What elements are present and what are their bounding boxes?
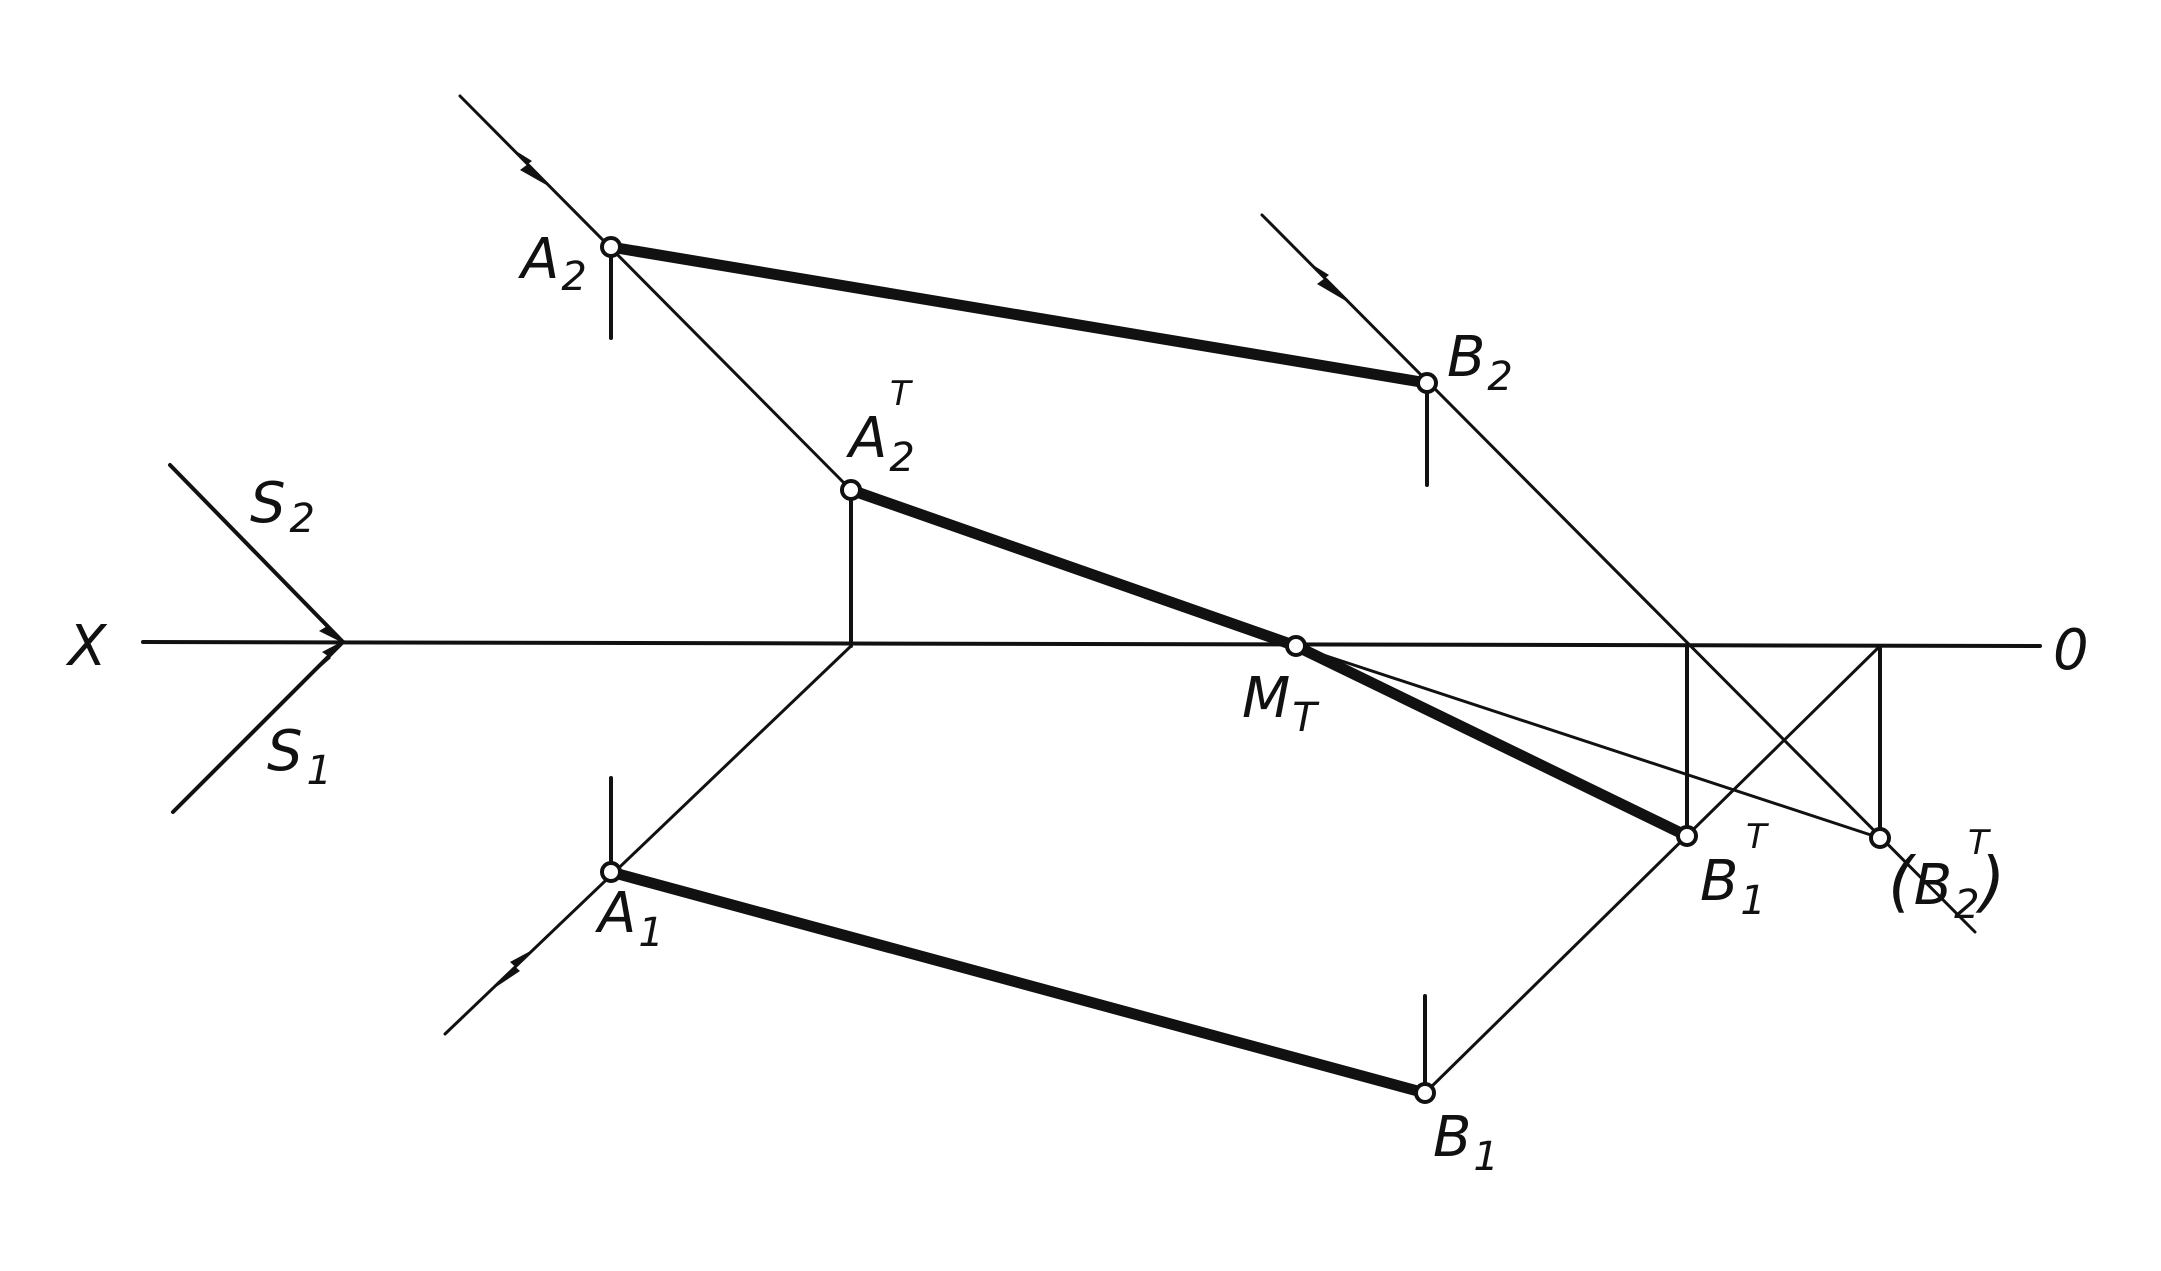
point-b2-marker	[1416, 372, 1438, 394]
label-a2t-sup: T	[890, 374, 913, 414]
label-b2: B2	[1447, 325, 1513, 400]
ray-b1-line	[1423, 644, 1882, 1095]
segment-a1-b1	[605, 866, 1431, 1099]
direction-s2-arrowhead	[307, 603, 345, 644]
point-b1t-marker	[1676, 825, 1698, 847]
ray-b2-arrowhead	[1305, 260, 1346, 301]
label-a2t: A2	[846, 406, 915, 481]
aux-mt-b2t-line	[1294, 644, 1882, 840]
ray-b2-line	[1260, 213, 1977, 934]
label-b1t-sup: T	[1746, 817, 1769, 857]
point-a2t-marker	[840, 479, 862, 501]
axis-x0-line	[141, 640, 2042, 648]
ray-a1-arrowhead	[496, 948, 536, 987]
label-b2t: (B2)	[1888, 843, 2005, 928]
label-mt: MT	[1242, 666, 1320, 741]
ray-a1-line	[443, 644, 853, 1036]
point-b1-marker	[1414, 1082, 1436, 1104]
direction-s1-line	[171, 640, 345, 814]
shadow-mt-b1t	[1290, 640, 1693, 842]
point-mt-marker	[1285, 635, 1307, 657]
axis-label-x: X	[65, 614, 108, 679]
segment-a2-b2	[605, 241, 1433, 389]
label-b1t: B1	[1700, 849, 1766, 924]
label-a2: A2	[518, 227, 587, 300]
point-a2-marker	[600, 236, 622, 258]
direction-s1-arrowhead	[306, 640, 345, 680]
direction-s2-line	[168, 463, 345, 644]
axis-label-0: 0	[2053, 618, 2089, 683]
point-b2t-marker	[1869, 827, 1891, 849]
label-a1: A1	[595, 881, 664, 956]
shadow-a2t-mt	[845, 484, 1302, 652]
label-b1: B1	[1433, 1105, 1499, 1180]
label-b2t-sup: T	[1968, 823, 1991, 863]
point-a1-marker	[600, 861, 622, 883]
ray-a2-arrowhead	[508, 146, 550, 187]
